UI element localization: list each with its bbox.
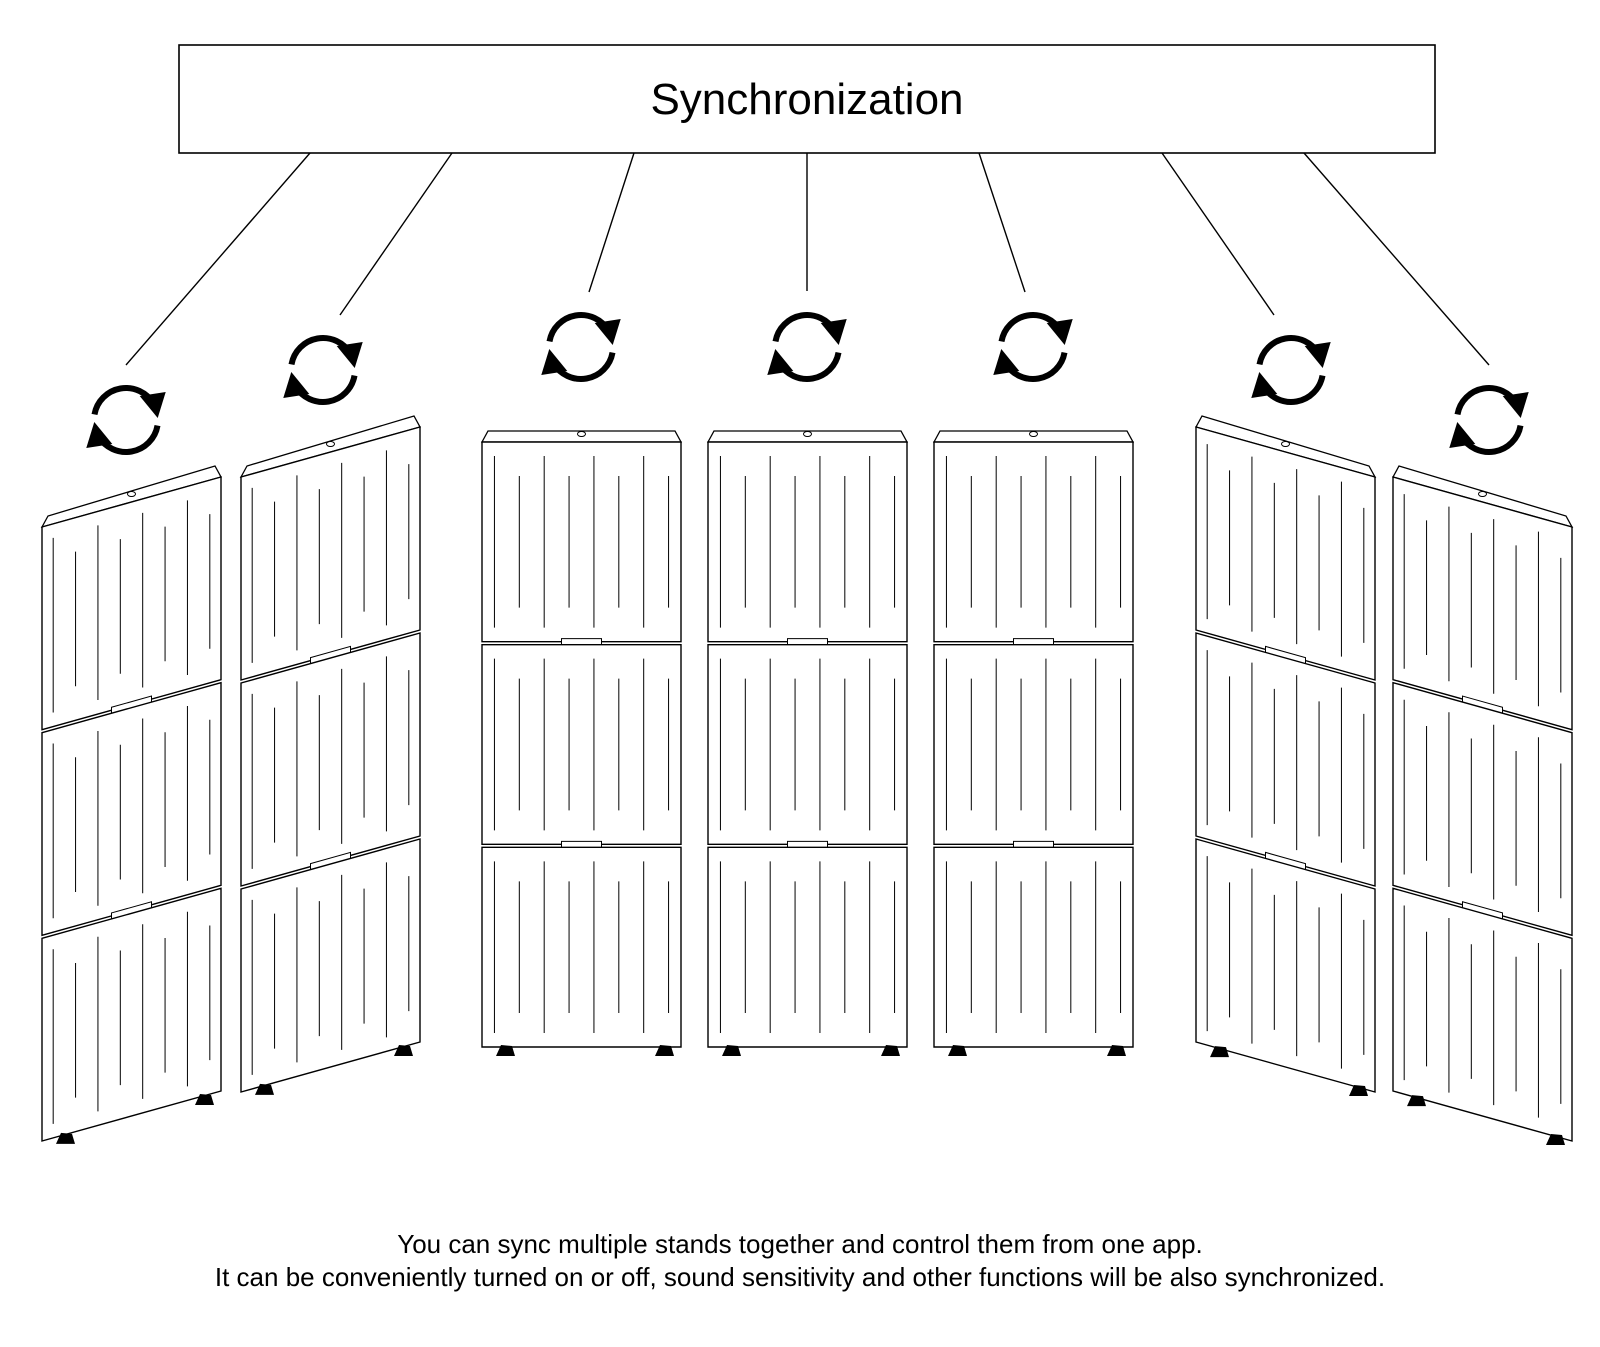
stand-top-port [803, 431, 812, 437]
stand-foot [1210, 1046, 1229, 1058]
stand-foot [881, 1045, 900, 1056]
sync-arrows-icon [1251, 335, 1331, 405]
stand [932, 430, 1135, 1056]
connector-line [125, 152, 311, 366]
connector-line [978, 152, 1026, 293]
connector-line [339, 152, 453, 316]
sync-arrows-icon [1449, 385, 1529, 455]
stand-panel [481, 441, 682, 643]
connector-lines [125, 152, 1490, 366]
stand-panel [1195, 632, 1376, 887]
stand-panel [933, 643, 1134, 846]
caption-line-1: You can sync multiple stands together an… [397, 1229, 1203, 1259]
stand-panel [240, 632, 421, 887]
stand-foot [394, 1045, 413, 1057]
sync-icons-group [86, 312, 1529, 455]
stand-panel [933, 441, 1134, 643]
stand-panel [1392, 887, 1573, 1142]
stand-foot [948, 1045, 967, 1056]
caption-line-2: It can be conveniently turned on or off,… [214, 1262, 1386, 1292]
stand-foot [1407, 1095, 1426, 1107]
stand-top-port [127, 491, 136, 497]
stand-foot [255, 1083, 274, 1095]
stand-panel [707, 643, 908, 846]
stand-foot [1349, 1084, 1368, 1096]
diagram-title: Synchronization [650, 75, 963, 124]
stand-panel [41, 887, 222, 1142]
stand-top-port [577, 431, 586, 437]
stand-panel [1392, 681, 1573, 937]
stand-panel [707, 441, 908, 643]
stand-panel [933, 846, 1134, 1048]
sync-arrows-icon [767, 312, 847, 382]
sync-arrows-icon [993, 312, 1073, 382]
stand-foot [195, 1094, 214, 1106]
stand [706, 430, 909, 1056]
stand-top-port [1478, 491, 1487, 497]
connector-line [588, 152, 635, 293]
stand-foot [722, 1045, 741, 1056]
stand-panel [481, 643, 682, 846]
stand-panel [41, 681, 222, 937]
stand-panel [1195, 426, 1376, 681]
stand-panel [240, 838, 421, 1093]
stand-top-port [1029, 431, 1038, 437]
stand-panel [41, 476, 222, 731]
stands-group [40, 415, 1574, 1145]
stand-foot [655, 1045, 674, 1056]
stand [40, 465, 222, 1144]
connector-line [1303, 152, 1490, 366]
stand-foot [1546, 1133, 1565, 1145]
sync-arrows-icon [283, 335, 363, 405]
stand-top-port [326, 441, 335, 447]
title-box [178, 44, 1436, 154]
stand [1392, 465, 1574, 1145]
stand [239, 415, 421, 1095]
stand-panel [1195, 838, 1376, 1093]
stand-foot [56, 1132, 75, 1144]
sync-arrows-icon [86, 385, 166, 455]
stand [1195, 415, 1377, 1096]
connector-line [1161, 152, 1275, 316]
sync-arrows-icon [541, 312, 621, 382]
stand-panel [240, 426, 421, 681]
stand-panel [481, 846, 682, 1048]
stand-panel [1392, 476, 1573, 731]
stand-panel [707, 846, 908, 1048]
stand [480, 430, 683, 1056]
stand-foot [1107, 1045, 1126, 1056]
stand-top-port [1281, 441, 1290, 447]
caption: You can sync multiple stands together an… [0, 1228, 1600, 1294]
stand-foot [496, 1045, 515, 1056]
